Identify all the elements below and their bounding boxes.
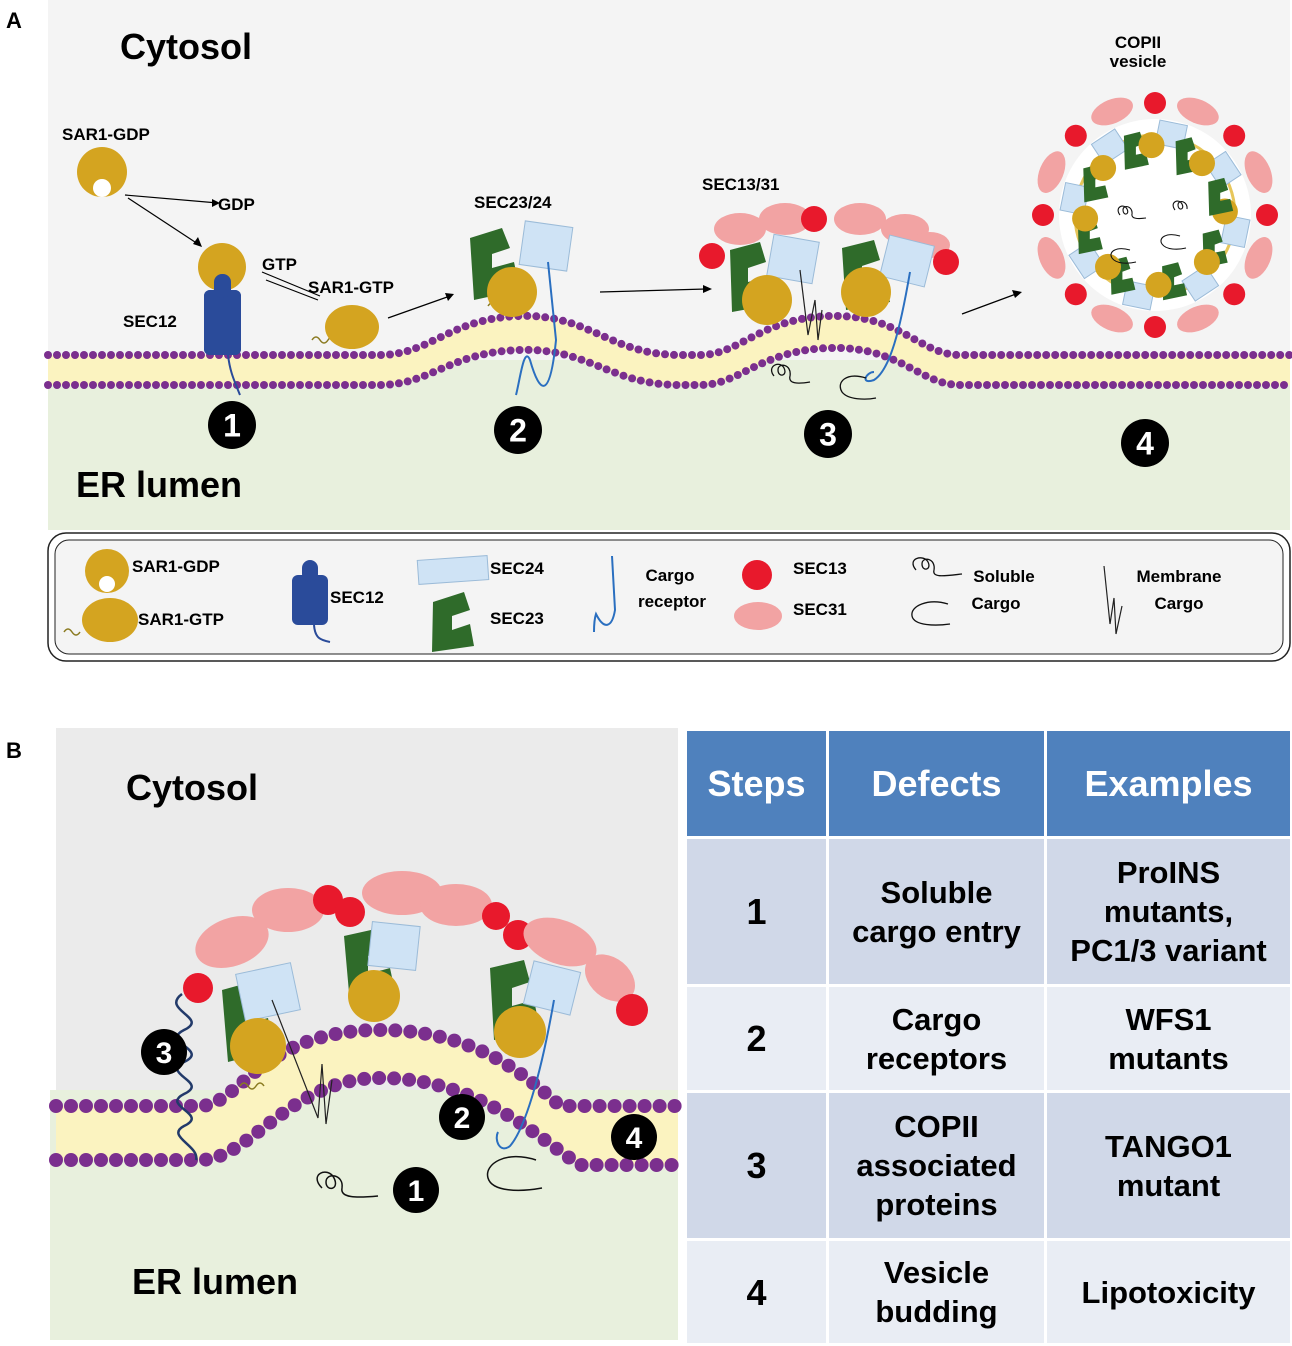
- arrow-to-step2: [387, 295, 451, 319]
- copii-vesicle: [1032, 92, 1278, 338]
- table-row: 2 Cargo receptors WFS1 mutants: [684, 984, 1292, 1093]
- label-sec13-31: SEC13/31: [702, 175, 780, 194]
- legend-sec12: SEC12: [330, 588, 384, 607]
- legend-box-inner: [54, 539, 1284, 655]
- legend-sar1-gtp: SAR1-GTP: [138, 610, 224, 629]
- svg-text:3: 3: [819, 417, 837, 453]
- label-gtp: GTP: [262, 255, 297, 274]
- cell-defect: Soluble cargo entry: [826, 836, 1047, 987]
- step-badges-a: 1 2 3 4: [208, 401, 1169, 467]
- step-badge-1-b: 1: [393, 1167, 439, 1213]
- step-badge-4-b: 4: [611, 1114, 657, 1160]
- svg-text:2: 2: [454, 1102, 471, 1135]
- panel-b-diagram: 1 2 3 4 Cytosol ER lumen: [49, 728, 682, 1340]
- membrane-heads-a: [44, 311, 1292, 389]
- legend-sec31: SEC31: [793, 600, 847, 619]
- step2-complex: [470, 220, 574, 396]
- step-b-coat: [175, 871, 648, 1198]
- legend-cargo-receptor-1: Cargo: [645, 566, 694, 585]
- cell-step: 3: [684, 1090, 829, 1241]
- copii-vesicle-label-2: vesicle: [1110, 52, 1167, 71]
- legend-icons: [63, 549, 1123, 652]
- sar1-bound-sec12: [198, 243, 246, 291]
- svg-text:2: 2: [509, 413, 527, 449]
- table-row: 4 Vesicle budding Lipotoxicity: [684, 1238, 1292, 1346]
- cytosol-label-a: Cytosol: [120, 26, 252, 67]
- legend-membrane-cargo-1: Membrane: [1136, 567, 1221, 586]
- copii-vesicle-label-1: COPII: [1115, 33, 1161, 52]
- legend-soluble-cargo-2: Cargo: [971, 594, 1020, 613]
- step-badge-2-a: 2: [494, 406, 542, 454]
- legend-sec23: SEC23: [490, 609, 544, 628]
- header-examples: Examples: [1044, 728, 1292, 839]
- cell-step: 4: [684, 1238, 829, 1346]
- er-lumen-label-a: ER lumen: [76, 464, 242, 505]
- legend-cargo-receptor-2: receptor: [638, 592, 706, 611]
- step-badge-3-a: 3: [804, 410, 852, 458]
- cell-example: ProINS mutants, PC1/3 variant: [1044, 836, 1292, 987]
- membrane-bilayer-b: [56, 1030, 678, 1165]
- arrow-to-sec12: [127, 197, 199, 245]
- arrow-gdp: [124, 194, 219, 204]
- cell-example: Lipotoxicity: [1044, 1238, 1292, 1346]
- step-badge-2-b: 2: [439, 1094, 485, 1140]
- label-sar1-gdp: SAR1-GDP: [62, 125, 150, 144]
- cell-example: WFS1 mutants: [1044, 984, 1292, 1093]
- label-gdp: GDP: [218, 195, 255, 214]
- svg-text:3: 3: [156, 1037, 173, 1070]
- step-badge-3-b: 3: [141, 1029, 187, 1075]
- label-sec12: SEC12: [123, 312, 177, 331]
- legend-sec24: SEC24: [490, 559, 544, 578]
- panel-a-diagram: 1 2 3 4 Cytosol ER lumen COPII vesicle SAR1…: [44, 0, 1292, 662]
- gtp-line-1: [261, 271, 321, 297]
- steps-defects-table: Steps Defects Examples 1 Soluble cargo e…: [684, 728, 1292, 1346]
- legend-soluble-cargo-1: Soluble: [973, 567, 1034, 586]
- panel-a-letter: A: [6, 8, 22, 33]
- svg-text:4: 4: [626, 1122, 643, 1155]
- label-sec23-24: SEC23/24: [474, 193, 552, 212]
- membrane-bilayer-a: [48, 315, 1290, 385]
- step-badge-1-a: 1: [208, 401, 256, 449]
- arrow-to-step4: [961, 293, 1017, 315]
- cell-defect: COPII associated proteins: [826, 1090, 1047, 1241]
- step-badges-b: 1 2 3 4: [141, 1029, 657, 1213]
- step3-coat: [699, 203, 959, 400]
- label-sar1-gtp: SAR1-GTP: [308, 278, 394, 297]
- legend-sar1-gdp: SAR1-GDP: [132, 557, 220, 576]
- panel-b-letter: B: [6, 738, 22, 763]
- table-row: 1 Soluble cargo entry ProINS mutants, PC…: [684, 836, 1292, 987]
- table-row: 3 COPII associated proteins TANGO1 mutan…: [684, 1090, 1292, 1241]
- table-header-row: Steps Defects Examples: [684, 728, 1292, 839]
- svg-text:1: 1: [223, 408, 241, 444]
- cell-defect: Vesicle budding: [826, 1238, 1047, 1346]
- cytosol-label-b: Cytosol: [126, 767, 258, 808]
- sar1-gdp-free: [77, 147, 127, 197]
- step-badge-4-a: 4: [1121, 419, 1169, 467]
- gtp-line-2: [265, 279, 319, 301]
- svg-text:4: 4: [1136, 426, 1154, 462]
- sar1-gtp-membrane: [311, 305, 379, 349]
- legend-sec13: SEC13: [793, 559, 847, 578]
- header-steps: Steps: [684, 728, 829, 839]
- cell-step: 1: [684, 836, 829, 987]
- header-defects: Defects: [826, 728, 1047, 839]
- cell-example: TANGO1 mutant: [1044, 1090, 1292, 1241]
- er-lumen-label-b: ER lumen: [132, 1261, 298, 1302]
- svg-text:1: 1: [408, 1175, 425, 1208]
- legend-membrane-cargo-2: Cargo: [1154, 594, 1203, 613]
- cell-defect: Cargo receptors: [826, 984, 1047, 1093]
- cell-step: 2: [684, 984, 829, 1093]
- arrow-to-step3: [599, 288, 707, 293]
- legend-box-outer: [47, 532, 1291, 662]
